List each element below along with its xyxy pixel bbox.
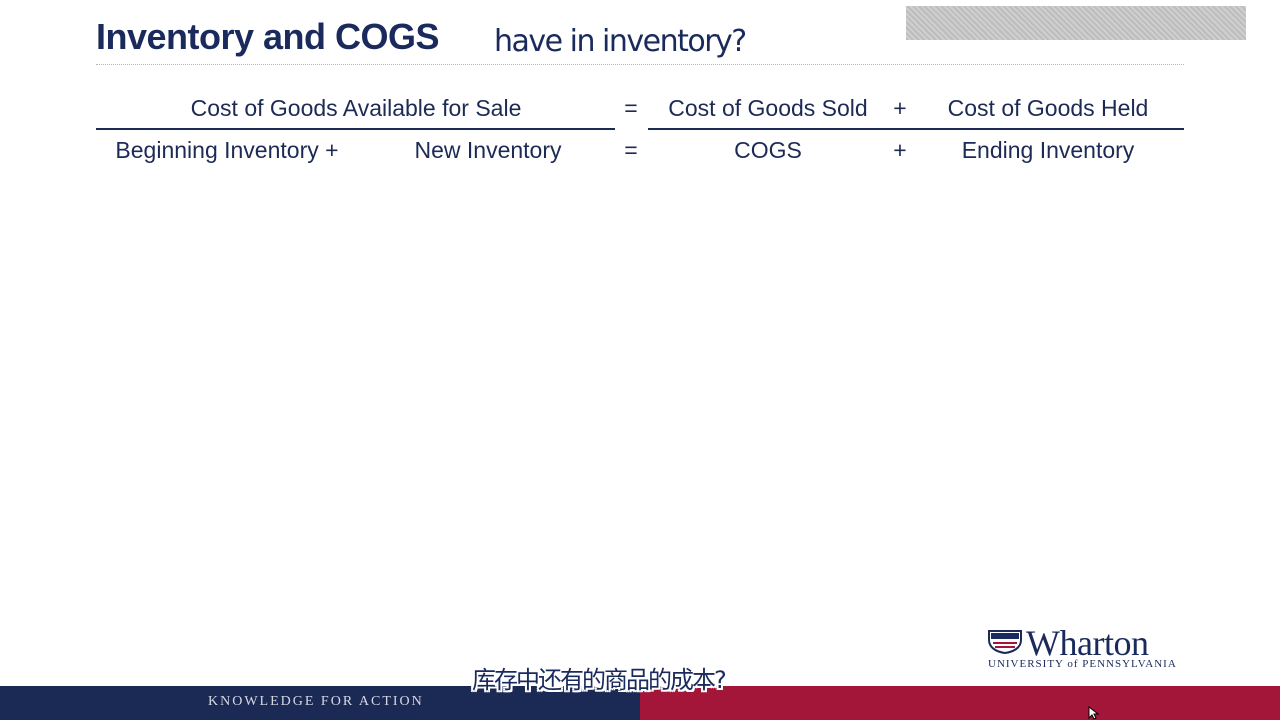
footer-bar-crimson [640,686,1280,720]
goods-available-label: Cost of Goods Available for Sale [190,95,522,121]
logo-wordmark: Wharton [1026,623,1149,663]
penn-shield-icon [988,630,1022,654]
row2-equals: = [624,137,638,163]
redacted-box [906,6,1246,40]
row1-plus: + [893,95,907,121]
row1-equals: = [624,95,638,121]
row1-underline-right [648,128,1184,130]
ending-inventory-label: Ending Inventory [961,137,1135,163]
new-inventory-label: New Inventory [414,137,562,163]
slide-title: Inventory and COGS [96,16,440,57]
beginning-inventory-label: Beginning Inventory + [115,137,339,163]
mouse-pointer-icon [1088,706,1100,720]
wharton-logo: Wharton UNIVERSITY of PENNSYLVANIA [988,623,1188,672]
goods-held-label: Cost of Goods Held [947,95,1149,121]
row1-underline-left [96,128,615,130]
cogs-label: COGS [734,137,802,163]
footer-tagline: KNOWLEDGE FOR ACTION [208,694,424,709]
title-divider [96,64,1184,65]
caption-top: have in inventory? [494,24,747,59]
footer-bar-navy [0,686,640,720]
goods-sold-label: Cost of Goods Sold [668,95,868,121]
row2-plus: + [893,137,907,163]
caption-bottom: 库存中还有的商品的成本? [472,666,727,694]
logo-subtitle: UNIVERSITY of PENNSYLVANIA [988,658,1177,670]
